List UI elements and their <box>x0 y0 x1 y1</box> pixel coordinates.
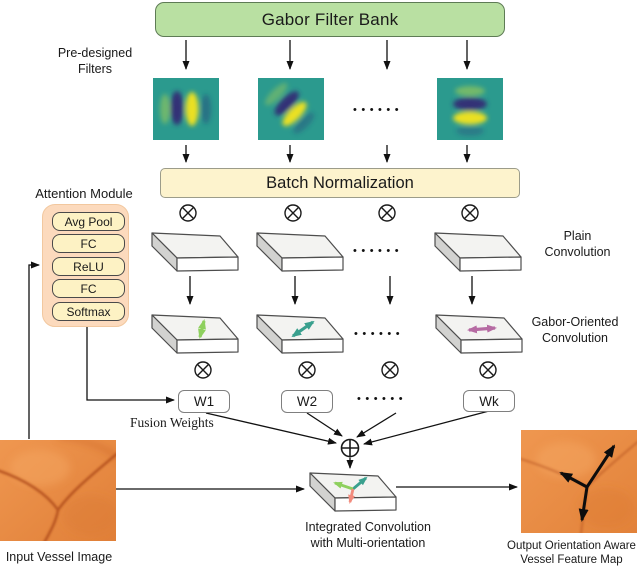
plain-conv-label: Plain Convolution <box>544 229 611 259</box>
gabor-conv-slab-k <box>435 314 523 354</box>
gabor-conv-slab-2 <box>256 314 344 354</box>
otimes-row-bn <box>179 204 479 222</box>
filter-ellipsis: •••••• <box>353 104 404 116</box>
output-image-caption: Output Orientation Aware Vessel Feature … <box>507 540 636 566</box>
plain-conv-slab-2 <box>256 232 344 272</box>
plain-conv-slab-1 <box>151 232 239 272</box>
orientation-arrow-diagonal <box>291 320 315 338</box>
gabor-kernel-horizontal <box>437 78 503 140</box>
plain-conv-ellipsis: •••••• <box>353 245 404 257</box>
batch-norm-label: Batch Normalization <box>266 173 414 192</box>
attention-layer-softmax: Softmax <box>52 302 125 321</box>
pre-designed-filters-label: Pre-designed Filters <box>57 46 133 76</box>
gabor-filter-bank-box: Gabor Filter Bank <box>155 2 505 37</box>
input-vessel-image <box>0 440 116 541</box>
orientation-arrows <box>559 444 616 522</box>
input-image-caption: Input Vessel Image <box>5 550 113 564</box>
filter-to-bn-arrows <box>182 145 471 163</box>
weight-box-w1: W1 <box>178 390 230 413</box>
weights-ellipsis: •••••• <box>357 393 408 405</box>
plain-conv-slab-k <box>434 232 522 272</box>
attention-layer-avgpool: Avg Pool <box>52 212 125 231</box>
fusion-weights-label: Fusion Weights <box>130 415 214 430</box>
attention-module-title: Attention Module <box>35 186 133 201</box>
orientation-arrow-horizontal <box>467 324 497 334</box>
gabor-kernel-vertical <box>153 78 219 140</box>
otimes-row-weights <box>194 361 497 379</box>
attention-layer-relu: ReLU <box>52 257 125 276</box>
weight-box-wk: Wk <box>463 390 515 412</box>
gabor-conv-slab-1 <box>151 314 239 354</box>
gabor-conv-ellipsis: •••••• <box>354 328 405 340</box>
weight-box-w2: W2 <box>281 390 333 413</box>
attention-input-arrow <box>28 261 40 439</box>
attention-layer-fc2: FC <box>52 279 125 298</box>
integrated-conv-label: Integrated Convolution with Multi-orient… <box>305 520 431 550</box>
vessel-branches <box>0 452 116 541</box>
output-vessel-image <box>521 430 637 533</box>
multiply-symbols <box>179 204 497 379</box>
attention-output-arrow <box>86 325 175 404</box>
integrated-conv-slab <box>309 472 397 512</box>
gabor-filter-bank-label: Gabor Filter Bank <box>261 9 399 29</box>
batch-norm-box: Batch Normalization <box>160 168 520 198</box>
multi-orientation-arrows <box>333 476 368 504</box>
fusion-weight-arrows <box>205 410 490 446</box>
orientation-arrow-vertical <box>198 319 206 339</box>
attention-layer-fc1: FC <box>52 234 125 253</box>
gabor-conv-label: Gabor-Oriented Convolution <box>531 315 619 345</box>
sum-symbol <box>340 438 360 458</box>
gabor-kernel-diagonal <box>258 78 324 140</box>
conv-to-gabor-arrows <box>186 276 476 305</box>
bank-to-filter-arrows <box>182 40 471 70</box>
